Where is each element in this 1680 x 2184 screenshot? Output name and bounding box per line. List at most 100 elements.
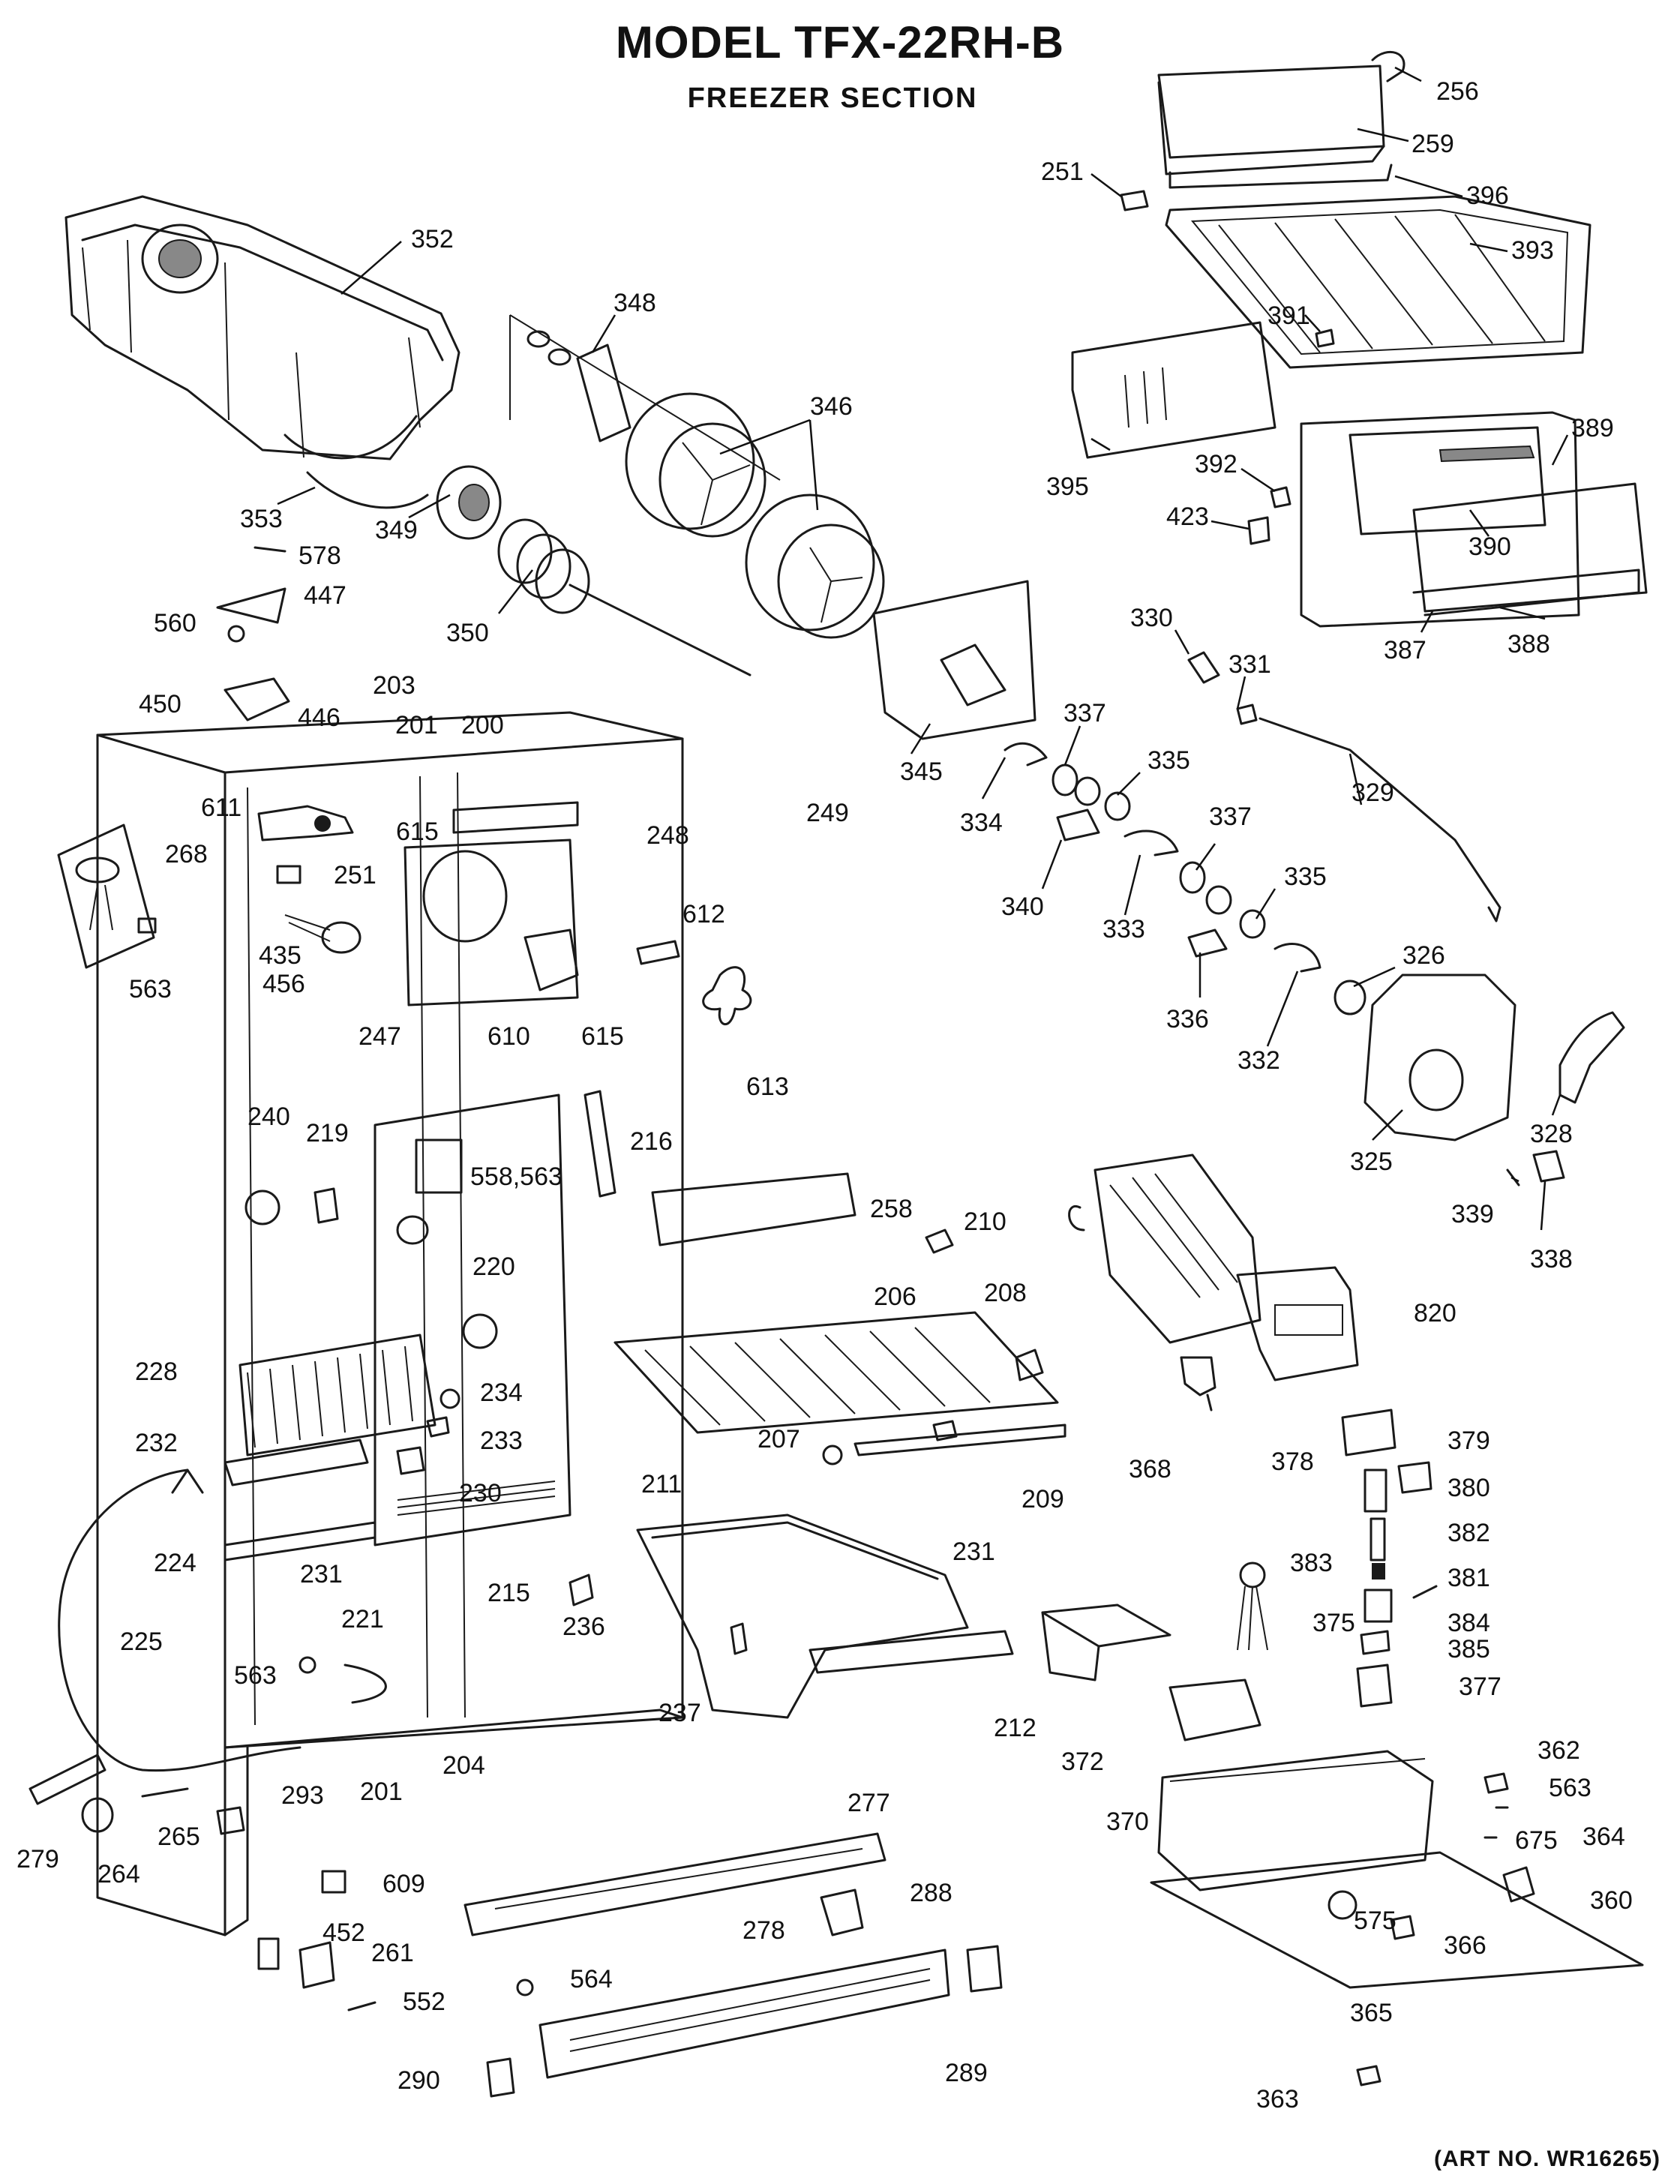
callout-labels: 256 259 251 396 393 391 395 389 392 423 … (16, 77, 1633, 2114)
callout-221: 221 (341, 1605, 384, 1634)
callout-331: 331 (1228, 650, 1271, 679)
callout-384: 384 (1448, 1609, 1490, 1637)
callout-613: 613 (746, 1072, 789, 1101)
top-pan-drawing (1071, 50, 1592, 459)
callout-251-top: 251 (1041, 158, 1084, 186)
callout-820: 820 (1414, 1299, 1456, 1328)
callout-377: 377 (1459, 1672, 1502, 1701)
callout-563-mid: 563 (234, 1661, 277, 1690)
callout-385: 385 (1448, 1635, 1490, 1664)
callout-365: 365 (1350, 1999, 1393, 2027)
callout-212: 212 (994, 1714, 1036, 1742)
callout-328: 328 (1530, 1120, 1573, 1148)
callout-612: 612 (682, 900, 725, 928)
callout-293: 293 (281, 1781, 324, 1810)
model-title: MODEL TFX-22RH-B (615, 17, 1065, 68)
callout-231-right: 231 (952, 1538, 995, 1566)
callout-558-563: 558,563 (470, 1162, 562, 1191)
callout-575: 575 (1354, 1906, 1396, 1935)
callout-456: 456 (262, 970, 305, 998)
callout-349: 349 (375, 516, 418, 544)
callout-268: 268 (165, 840, 208, 868)
callout-207: 207 (758, 1425, 800, 1454)
ice-dispenser-housing-drawing (1247, 411, 1648, 628)
callout-277: 277 (848, 1789, 890, 1817)
callout-452: 452 (322, 1918, 365, 1947)
callout-335-upper: 335 (1148, 746, 1190, 775)
callout-396: 396 (1466, 182, 1509, 210)
callout-204: 204 (442, 1751, 485, 1780)
part-drawings (28, 50, 1648, 2098)
callout-216: 216 (630, 1127, 673, 1156)
callout-611: 611 (201, 794, 242, 822)
callout-256: 256 (1436, 77, 1479, 106)
callout-224: 224 (154, 1549, 196, 1577)
callout-232: 232 (135, 1429, 178, 1457)
callout-578: 578 (298, 542, 341, 570)
crusher-blades-drawing (625, 392, 885, 639)
callout-609: 609 (382, 1870, 425, 1898)
callout-325: 325 (1350, 1148, 1393, 1176)
callout-389: 389 (1571, 414, 1614, 442)
auger-assembly-drawing (436, 314, 781, 676)
callout-368: 368 (1129, 1455, 1172, 1484)
callout-387: 387 (1384, 636, 1426, 664)
callout-236: 236 (562, 1612, 605, 1641)
callout-248: 248 (646, 821, 689, 850)
callout-332: 332 (1238, 1046, 1280, 1075)
freezer-basket-drawing (636, 1514, 1014, 1719)
callout-247: 247 (358, 1022, 401, 1051)
callout-206: 206 (874, 1282, 916, 1311)
callout-329: 329 (1352, 778, 1394, 807)
section-subtitle: FREEZER SECTION (687, 82, 978, 114)
callout-289: 289 (945, 2059, 988, 2087)
callout-208: 208 (984, 1279, 1027, 1307)
callout-237: 237 (658, 1699, 701, 1727)
callout-366: 366 (1444, 1931, 1486, 1960)
callout-564: 564 (570, 1965, 613, 1994)
callout-615-upper: 615 (396, 818, 439, 846)
callout-345: 345 (900, 758, 943, 786)
callout-362: 362 (1538, 1736, 1580, 1765)
evaporator-cover-drawing (374, 1094, 572, 1546)
callout-233: 233 (480, 1426, 523, 1455)
callout-209: 209 (1022, 1485, 1064, 1514)
callout-337-lower: 337 (1209, 802, 1252, 831)
callout-348: 348 (614, 289, 656, 317)
icemaker-bracket-drawing (1180, 1356, 1216, 1412)
cam-linkage-drawing (1004, 742, 1366, 1016)
ice-bucket-drawing (64, 195, 460, 460)
callout-372: 372 (1061, 1748, 1104, 1776)
callout-230: 230 (459, 1479, 502, 1508)
callout-390: 390 (1468, 532, 1511, 561)
callout-279: 279 (16, 1845, 59, 1874)
actuator-rod-drawing (1187, 651, 1502, 922)
cabinet-hinge-drawing (216, 546, 290, 722)
callout-228: 228 (135, 1358, 178, 1386)
callout-370: 370 (1106, 1808, 1149, 1836)
callout-447: 447 (304, 581, 346, 610)
solenoid-parts-drawing (1237, 1408, 1438, 1708)
callout-258: 258 (870, 1195, 913, 1223)
callout-388: 388 (1508, 630, 1550, 658)
misc-fasteners-drawing (244, 1187, 594, 1674)
callout-219: 219 (306, 1119, 349, 1148)
callout-335-lower: 335 (1284, 862, 1327, 891)
callout-225: 225 (120, 1628, 163, 1656)
callout-330: 330 (1130, 604, 1173, 632)
callout-381: 381 (1448, 1564, 1490, 1592)
callout-364: 364 (1582, 1822, 1625, 1851)
callout-375: 375 (1312, 1609, 1355, 1637)
callout-450: 450 (139, 690, 182, 718)
callout-563-right: 563 (1549, 1774, 1592, 1802)
callout-201-upper: 201 (395, 711, 438, 740)
evaporator-coil-drawing (224, 1334, 436, 1562)
callout-211: 211 (641, 1470, 682, 1498)
callout-446: 446 (298, 704, 340, 732)
evaporator-fan-drawing (404, 801, 752, 1026)
callout-200: 200 (461, 711, 504, 740)
callout-339: 339 (1451, 1200, 1494, 1228)
callout-395: 395 (1046, 472, 1089, 501)
callout-265: 265 (158, 1822, 200, 1851)
